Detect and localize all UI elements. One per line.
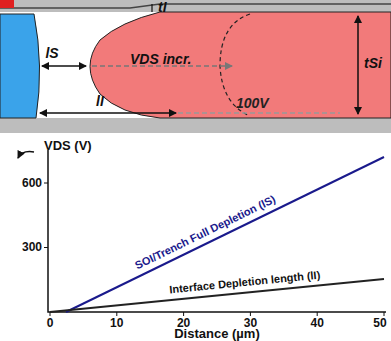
dimension-label: VDS incr. — [130, 52, 191, 66]
axis-tick-label: 10 — [110, 317, 123, 329]
axis-tick-label: 40 — [311, 317, 324, 329]
dimension-label: lI — [96, 94, 104, 108]
series-label: Interface Depletion length (lI) — [169, 270, 321, 296]
axis-tick-label: 0 — [47, 317, 54, 329]
trench-region — [0, 14, 40, 118]
dimension-label: tSi — [364, 56, 382, 70]
dimension-label: Distance (µm) — [174, 327, 260, 340]
axis-tick-label: 50 — [373, 317, 386, 329]
axis-tick-label: 600 — [22, 177, 42, 189]
dimension-label: lS — [45, 46, 58, 60]
full-depletion-line — [66, 157, 384, 312]
top-oxide — [0, 0, 391, 12]
dimension-label: 100V — [236, 96, 269, 110]
axes — [48, 150, 386, 312]
dimension-label: VDS (V) — [44, 139, 92, 152]
depletion-region — [90, 12, 391, 118]
axis-tick-label: 300 — [22, 241, 42, 253]
series-label: SOI/Trench Full Depletion (lS) — [133, 194, 277, 272]
buried-oxide — [0, 118, 391, 133]
dimension-label: tI — [158, 0, 167, 14]
